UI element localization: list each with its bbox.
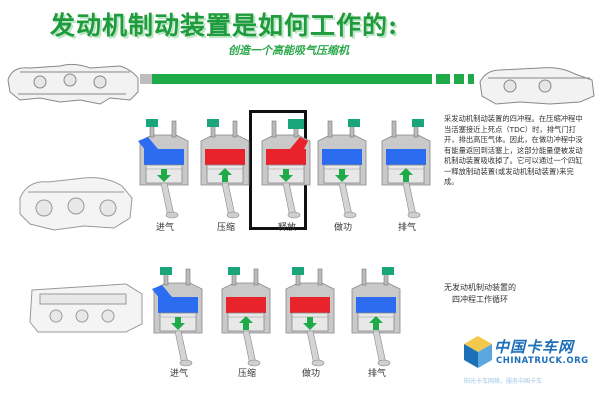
stroke-label-bottom-0: 进气: [170, 369, 189, 379]
engine-sketch-middle-left: [19, 177, 133, 231]
stroke-label-top-2: 释放: [278, 223, 297, 233]
logo-name-cn: 中国卡车网: [494, 338, 575, 356]
piston-arrow-down-icon: [303, 317, 317, 330]
stroke-label-top-4: 排气: [398, 223, 417, 233]
piston-arrow-down-icon: [335, 169, 349, 182]
no-brake-description-line2: 四冲程工作循环: [452, 295, 508, 304]
no-brake-description-line1: 无发动机制动装置的: [444, 283, 516, 292]
timeline-dash: [468, 74, 474, 84]
stroke-label-top-1: 压缩: [217, 223, 236, 233]
piston-arrow-down-icon: [171, 317, 185, 330]
timeline-gray-segment: [140, 74, 152, 84]
logo-name-en: CHINATRUCK.ORG: [496, 356, 589, 366]
engine-timeline-strip: [7, 63, 595, 105]
piston-arrow-up-icon: [399, 168, 413, 182]
timeline-dash: [454, 74, 464, 84]
engine-sketch-left: [7, 63, 139, 105]
page-title: 发动机制动装置是如何工作的:: [50, 11, 399, 40]
timeline-green-bar: [152, 74, 432, 84]
cube-logo-icon: [464, 336, 492, 368]
piston-diagram-top-4: [381, 119, 431, 219]
piston-diagram-bottom-2: [285, 267, 335, 367]
piston-arrow-up-icon: [369, 316, 383, 330]
stroke-label-top-3: 做功: [334, 223, 353, 233]
timeline-dash: [436, 74, 450, 84]
stroke-label-bottom-1: 压缩: [238, 369, 257, 379]
piston-arrow-down-icon: [279, 169, 293, 182]
engine-sketch-right: [479, 67, 595, 105]
piston-diagram-top-1: [200, 119, 250, 219]
logo-tagline: 阳光卡车网络，服务中国卡车: [464, 378, 543, 385]
piston-diagram-top-3: [317, 119, 367, 219]
piston-diagram-bottom-1: [221, 267, 271, 367]
piston-diagram-top-0: [138, 119, 189, 219]
piston-diagram-bottom-0: [152, 267, 203, 367]
stroke-label-bottom-3: 排气: [368, 369, 387, 379]
no-brake-cycle-description: 无发动机制动装置的 四冲程工作循环: [400, 282, 560, 306]
engine-brake-description: 采发动机制动装置的四冲程。在压缩冲程中当活塞接近上死点（TDC）时，排气门打开，…: [444, 114, 583, 186]
stroke-label-top-0: 进气: [156, 223, 175, 233]
stroke-label-bottom-2: 做功: [302, 369, 321, 379]
page-subtitle: 创造一个高能吸气压缩机: [228, 44, 349, 57]
piston-arrow-down-icon: [157, 169, 171, 182]
piston-diagram-top-2: [261, 119, 311, 219]
exhaust-valve-open-marker: [288, 119, 304, 129]
chinatruck-logo: 中国卡车网 CHINATRUCK.ORG 阳光卡车网络，服务中国卡车: [458, 334, 598, 390]
piston-arrow-up-icon: [218, 168, 232, 182]
engine-sketch-bottom-left: [29, 283, 143, 333]
piston-arrow-up-icon: [239, 316, 253, 330]
piston-diagram-bottom-3: [351, 267, 401, 367]
